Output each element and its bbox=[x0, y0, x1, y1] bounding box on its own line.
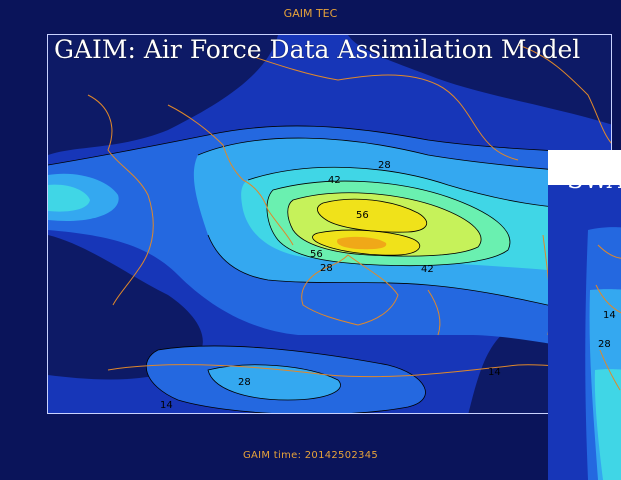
coastline-australia bbox=[301, 254, 399, 326]
contour-label-3: 56 bbox=[356, 210, 369, 221]
coastline-north-america bbox=[517, 44, 611, 144]
coastline-africa bbox=[87, 94, 154, 306]
contour-label-5: 28 bbox=[320, 263, 333, 274]
tec-map: 28 42 56 56 28 42 14 28 14 bbox=[47, 34, 612, 414]
tec-low-region-southwest bbox=[48, 235, 203, 380]
tec-level-35-west bbox=[48, 184, 90, 212]
inset-contour-map: 14 28 bbox=[548, 150, 621, 480]
product-label: GAIM TEC bbox=[283, 7, 338, 20]
tec-contour-map: 28 42 56 56 28 42 14 28 14 bbox=[48, 35, 611, 413]
contour-label-7: 14 bbox=[488, 367, 501, 378]
tec-level-56-core-north bbox=[317, 199, 427, 233]
coastline-new-zealand bbox=[427, 289, 441, 336]
contour-label-8: 28 bbox=[238, 377, 251, 388]
contour-label-2: 42 bbox=[328, 175, 341, 186]
contour-lines bbox=[48, 125, 611, 413]
contour-label-9: 14 bbox=[160, 400, 173, 411]
tec-low-region-north bbox=[48, 35, 278, 155]
inset-contour-label-1: 14 bbox=[603, 310, 616, 321]
contour-label-6: 42 bbox=[421, 264, 434, 275]
inset-panel: 14 28 bbox=[548, 150, 621, 480]
coastline-asia-south bbox=[167, 104, 294, 246]
contour-label-4: 56 bbox=[310, 249, 323, 260]
inset-title: SWA bbox=[567, 166, 621, 194]
tec-level-max-core bbox=[337, 236, 387, 250]
inset-coastlines bbox=[595, 244, 621, 391]
inset-contour-label-2: 28 bbox=[598, 339, 611, 350]
timestamp-label: GAIM time: 20142502345 bbox=[242, 450, 379, 461]
coastline-asia-north bbox=[247, 54, 519, 161]
headline: GAIM: Air Force Data Assimilation Model bbox=[54, 35, 581, 64]
contour-label-1: 28 bbox=[378, 160, 391, 171]
tec-low-region-northeast bbox=[348, 35, 611, 125]
inset-level-35 bbox=[594, 369, 621, 480]
tec-level-28-south bbox=[208, 364, 341, 400]
